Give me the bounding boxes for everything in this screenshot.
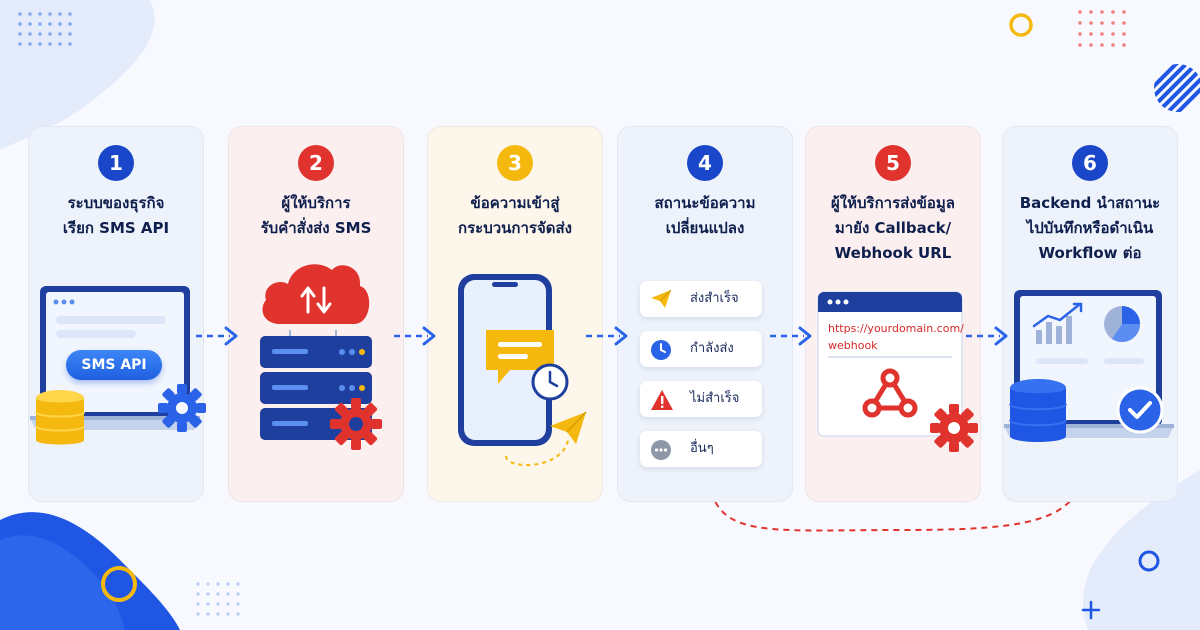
cloud-upload-icon [262, 264, 370, 324]
step-title-line: ข้อความเข้าสู่ [470, 194, 560, 212]
step-number-badge: 6 [1072, 145, 1108, 181]
laptop-illustration [30, 286, 200, 430]
step-title: สถานะข้อความ เปลี่ยนแปลง [622, 191, 788, 241]
step-title-line: ไปบันทึกหรือดำเนิน [1026, 219, 1154, 237]
step-title-line: Backend นำสถานะ [1019, 194, 1161, 212]
step-number-badge: 1 [98, 145, 134, 181]
status-item-sending: กำลังส่ง [640, 331, 762, 367]
step-title: ผู้ให้บริการ รับคำสั่งส่ง SMS [233, 191, 399, 241]
step-title-line: เปลี่ยนแปลง [665, 219, 745, 237]
step-title-line: สถานะข้อความ [654, 194, 756, 212]
gear-icon [158, 384, 206, 432]
webhook-url-line-2: webhook [828, 339, 878, 352]
status-item-success: ส่งสำเร็จ [640, 281, 762, 317]
step-number-badge: 2 [298, 145, 334, 181]
paper-plane-icon [651, 289, 672, 308]
step-title-line: รับคำสั่งส่ง SMS [260, 219, 372, 237]
clock-icon [651, 340, 671, 360]
status-label: อื่นๆ [690, 441, 714, 456]
step-title: ข้อความเข้าสู่ กระบวนการจัดส่ง [432, 191, 598, 241]
step-title: ผู้ให้บริการส่งข้อมูล มายัง Callback/ We… [810, 191, 976, 266]
server-stack-icon [260, 330, 372, 440]
paper-plane-icon [550, 411, 587, 444]
step-title-line: มายัง Callback/ [834, 219, 952, 237]
status-label: ไม่สำเร็จ [690, 391, 740, 406]
flow-arrow-5-6 [966, 326, 1008, 346]
step-title: ระบบของธุรกิจ เรียก SMS API [33, 191, 199, 241]
database-icon [1009, 379, 1067, 442]
status-item-other: อื่นๆ [640, 431, 762, 467]
step-title-line: Webhook URL [834, 244, 952, 262]
warning-icon [651, 390, 673, 410]
flow-arrow-1-2 [196, 326, 238, 346]
step-title-line: กระบวนการจัดส่ง [458, 219, 572, 237]
status-label: ส่งสำเร็จ [690, 291, 739, 306]
step-title-line: เรียก SMS API [62, 219, 170, 237]
database-icon [35, 390, 85, 445]
step-title-line: ระบบของธุรกิจ [67, 194, 165, 212]
step-number-badge: 4 [687, 145, 723, 181]
webhook-url-line-1: https://yourdomain.com/ [828, 322, 964, 335]
step-card-4: 4 สถานะข้อความ เปลี่ยนแปลง ส่งสำเร็จ กำล… [617, 126, 793, 502]
flow-arrow-4-5 [770, 326, 812, 346]
clock-icon [531, 363, 569, 401]
gear-icon [930, 404, 978, 452]
status-item-failed: ไม่สำเร็จ [640, 381, 762, 417]
flow-arrow-2-3 [394, 326, 436, 346]
chat-bubble-icon [486, 330, 554, 384]
checkmark-badge-icon [1116, 386, 1164, 434]
flow-arrow-3-4 [586, 326, 628, 346]
step-title-line: ผู้ให้บริการ [281, 194, 351, 212]
status-label: กำลังส่ง [690, 341, 734, 356]
step-title-line: Workflow ต่อ [1038, 244, 1142, 262]
sms-api-button[interactable]: SMS API [66, 350, 162, 380]
step-number-badge: 3 [497, 145, 533, 181]
browser-window-icon [817, 291, 963, 437]
step-number-badge: 5 [875, 145, 911, 181]
step-title-line: ผู้ให้บริการส่งข้อมูล [831, 194, 955, 212]
more-dots-icon [651, 440, 671, 460]
step-title: Backend นำสถานะ ไปบันทึกหรือดำเนิน Workf… [1007, 191, 1173, 266]
gear-icon [330, 398, 382, 450]
